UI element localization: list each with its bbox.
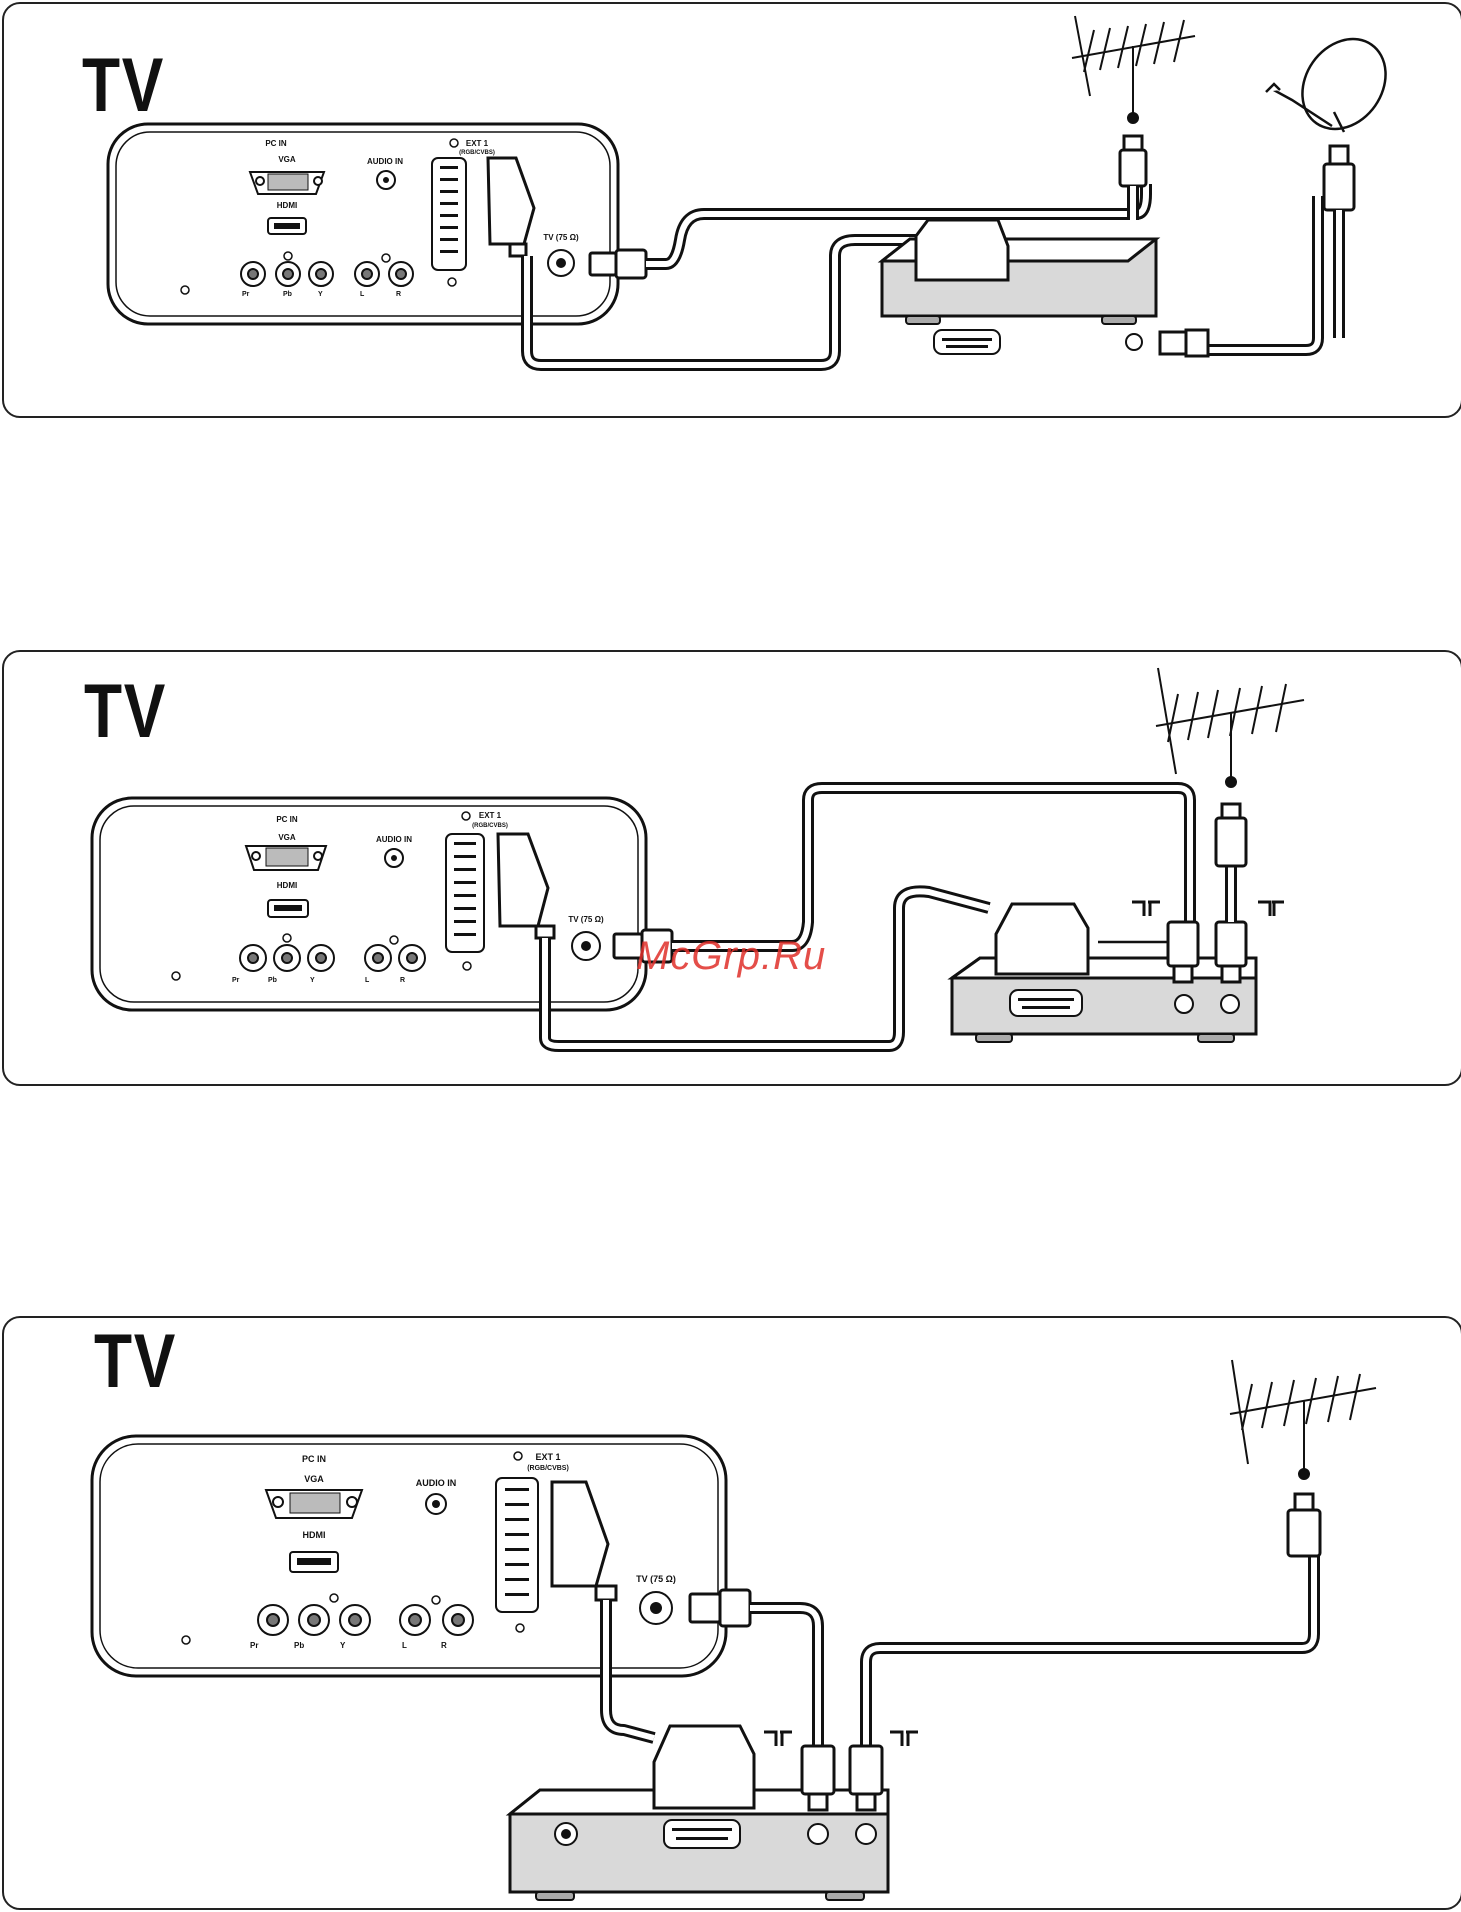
tv75-label: TV (75 Ω) bbox=[636, 1574, 676, 1584]
pc-in-label: PC IN bbox=[302, 1454, 326, 1464]
coax-plug-aerial bbox=[1288, 1494, 1320, 1556]
coax-plug-tv bbox=[690, 1590, 750, 1626]
antenna-icon bbox=[1230, 1360, 1376, 1479]
led-indicator bbox=[330, 1594, 338, 1602]
ext1-label: EXT 1 bbox=[535, 1452, 560, 1462]
hdmi-port-slot bbox=[297, 1558, 331, 1565]
vga-port bbox=[266, 1490, 362, 1518]
y-label: Y bbox=[340, 1641, 346, 1650]
audio-in-jack-core bbox=[432, 1500, 440, 1508]
tv-back-panel bbox=[92, 1436, 726, 1676]
scart-plug-recorder bbox=[654, 1726, 754, 1808]
cable-cut-symbol bbox=[764, 1732, 918, 1746]
led-indicator bbox=[432, 1596, 440, 1604]
led-indicator bbox=[516, 1624, 524, 1632]
pb-label: Pb bbox=[294, 1641, 304, 1650]
led-indicator bbox=[514, 1452, 522, 1460]
pr-label: Pr bbox=[250, 1641, 258, 1650]
audio-in-label: AUDIO IN bbox=[416, 1478, 457, 1488]
vga-label: VGA bbox=[304, 1474, 324, 1484]
r-label: R bbox=[441, 1641, 447, 1650]
l-label: L bbox=[402, 1641, 407, 1650]
antenna-input-core bbox=[650, 1602, 662, 1614]
hdmi-label: HDMI bbox=[303, 1530, 326, 1540]
scart-plug-tv bbox=[552, 1482, 616, 1600]
screw-hole bbox=[182, 1636, 190, 1644]
ext1-sub-label: (RGB/CVBS) bbox=[527, 1465, 569, 1472]
scart-port bbox=[496, 1478, 538, 1612]
component-jacks bbox=[258, 1605, 473, 1635]
